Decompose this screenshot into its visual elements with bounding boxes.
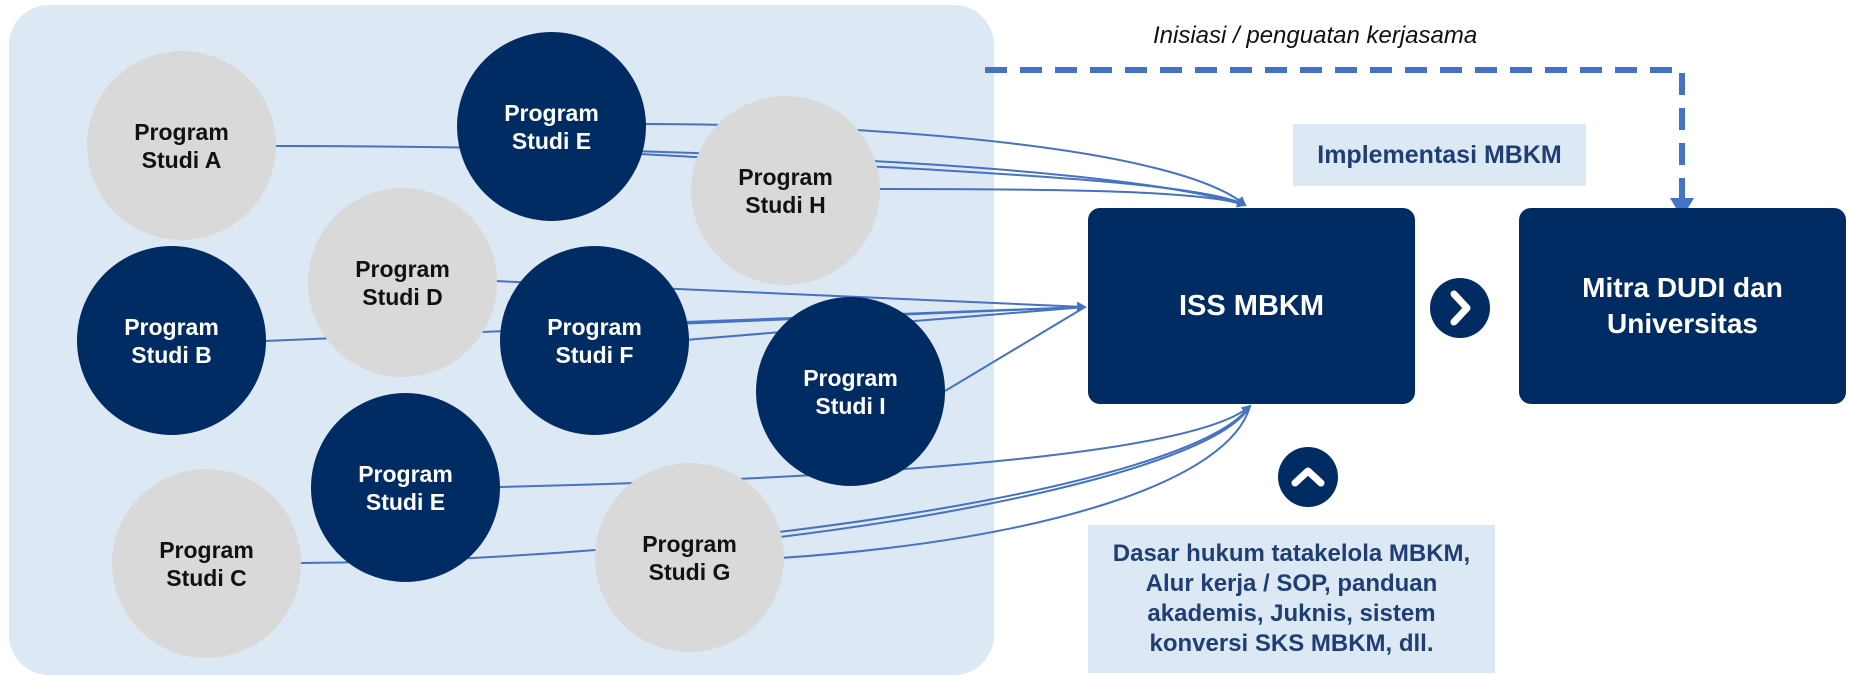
cooperation-caption: Inisiasi / penguatan kerjasama: [1153, 22, 1478, 49]
program-label-line2: Studi I: [815, 392, 886, 419]
program-label-line2: Studi A: [141, 146, 222, 173]
basis-line4: konversi SKS MBKM, dll.: [1149, 630, 1434, 657]
chevron-right-icon: [1430, 278, 1490, 338]
partner-box: Mitra DUDI dan Universitas: [1519, 208, 1846, 404]
program-label-line2: Studi F: [555, 341, 634, 368]
program-label-line1: Program: [358, 460, 453, 487]
link-studi-h: [874, 188, 1246, 206]
program-label-line2: Studi C: [166, 564, 247, 591]
program-label-line2: Studi E: [511, 127, 592, 154]
program-label-line1: Program: [355, 255, 450, 282]
cooperation-dashed-line: [985, 67, 1685, 205]
program-label-line2: Studi D: [362, 283, 443, 310]
link-studi-i: [944, 306, 1086, 392]
program-label-line1: Program: [134, 118, 229, 145]
link-studi-g-2: [779, 405, 1251, 559]
program-studi-c: Program Studi C: [112, 469, 301, 658]
program-studi-a: Program Studi A: [87, 51, 276, 240]
program-studi-h: Program Studi H: [691, 96, 880, 285]
program-label-line2: Studi H: [745, 191, 826, 218]
program-studi-e-top: Program Studi E: [457, 32, 646, 221]
partner-line1: Mitra DUDI dan: [1582, 272, 1783, 303]
program-label-line1: Program: [738, 163, 833, 190]
chevron-up-icon: [1278, 447, 1338, 507]
link-studi-g: [779, 405, 1251, 538]
program-label-line1: Program: [803, 364, 898, 391]
partner-line2: Universitas: [1607, 308, 1758, 339]
program-studi-d: Program Studi D: [308, 188, 497, 377]
program-studi-i: Program Studi I: [756, 297, 945, 486]
basis-line3: akademis, Juknis, sistem: [1147, 600, 1436, 627]
basis-line1: Dasar hukum tatakelola MBKM,: [1112, 540, 1471, 567]
program-label-line1: Program: [124, 313, 219, 340]
iss-mbkm-label: ISS MBKM: [1179, 289, 1324, 322]
implementation-text: Implementasi MBKM: [1317, 140, 1562, 169]
implementation-label: Implementasi MBKM: [1293, 124, 1586, 186]
program-studi-e-bottom: Program Studi E: [311, 393, 500, 582]
program-label-line2: Studi B: [131, 341, 212, 368]
link-studi-c: [299, 405, 1251, 564]
program-label-line1: Program: [642, 530, 737, 557]
iss-mbkm-box: ISS MBKM: [1088, 208, 1415, 404]
program-label-line2: Studi E: [365, 488, 446, 515]
program-studi-b: Program Studi B: [77, 246, 266, 435]
program-label-line1: Program: [504, 99, 599, 126]
program-label-line1: Program: [547, 313, 642, 340]
program-label-line1: Program: [159, 536, 254, 563]
program-studi-g: Program Studi G: [595, 463, 784, 652]
program-label-line2: Studi G: [648, 558, 731, 585]
legal-basis-note: Dasar hukum tatakelola MBKM, Alur kerja …: [1088, 525, 1495, 673]
basis-line2: Alur kerja / SOP, panduan: [1145, 570, 1438, 597]
program-studi-f: Program Studi F: [500, 246, 689, 435]
